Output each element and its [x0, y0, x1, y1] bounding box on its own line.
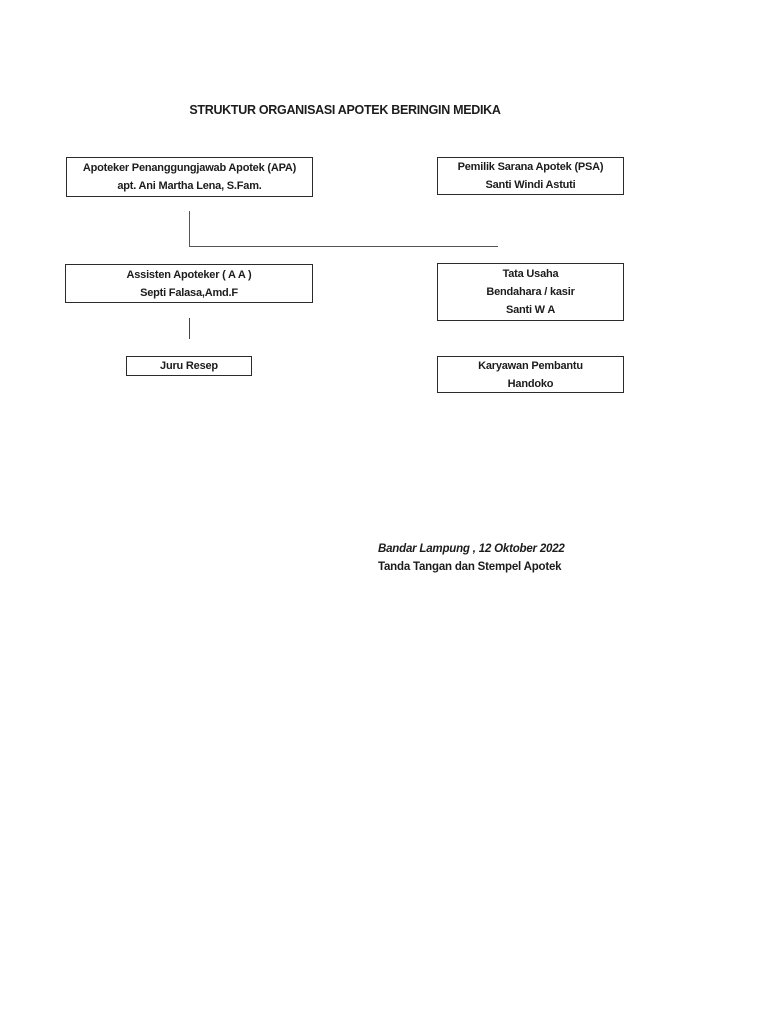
org-box-role-label: Tata Usaha	[502, 268, 559, 280]
org-box-assisten-apoteker: Assisten Apoteker ( A A ) Septi Falasa,A…	[65, 264, 313, 303]
org-box-role-label: Karyawan Pembantu	[478, 359, 583, 372]
org-box-tata-usaha: Tata Usaha Bendahara / kasir Santi W A	[437, 263, 624, 321]
org-box-role-label: Assisten Apoteker ( A A )	[126, 268, 252, 281]
org-box-person-name: Santi W A	[505, 304, 556, 316]
org-box-person-name: Septi Falasa,Amd.F	[140, 286, 238, 299]
page-title: STRUKTUR ORGANISASI APOTEK BERINGIN MEDI…	[189, 103, 501, 117]
org-box-person-name: Santi Windi Astuti	[485, 179, 576, 191]
org-box-karyawan-pembantu: Karyawan Pembantu Handoko	[437, 356, 624, 393]
org-box-role-sublabel: Bendahara / kasir	[486, 286, 575, 298]
signature-caption: Tanda Tangan dan Stempel Apotek	[378, 561, 562, 573]
org-box-pemilik-sarana: Pemilik Sarana Apotek (PSA) Santi Windi …	[437, 157, 624, 195]
org-box-person-name: apt. Ani Martha Lena, S.Fam.	[117, 180, 262, 192]
org-box-role-label: Juru Resep	[160, 360, 218, 372]
org-box-person-name: Handoko	[507, 377, 554, 390]
signature-place-date: Bandar Lampung , 12 Oktober 2022	[378, 543, 565, 555]
org-box-apoteker-penanggungjawab: Apoteker Penanggungjawab Apotek (APA) ap…	[66, 157, 313, 197]
org-box-role-label: Apoteker Penanggungjawab Apotek (APA)	[82, 162, 297, 174]
connector-aa-to-juru-resep	[189, 318, 190, 339]
org-box-juru-resep: Juru Resep	[126, 356, 252, 376]
signature-block: Bandar Lampung , 12 Oktober 2022 Tanda T…	[378, 540, 565, 576]
org-box-role-label: Pemilik Sarana Apotek (PSA)	[457, 161, 604, 173]
connector-apa-to-second-row	[189, 211, 498, 247]
